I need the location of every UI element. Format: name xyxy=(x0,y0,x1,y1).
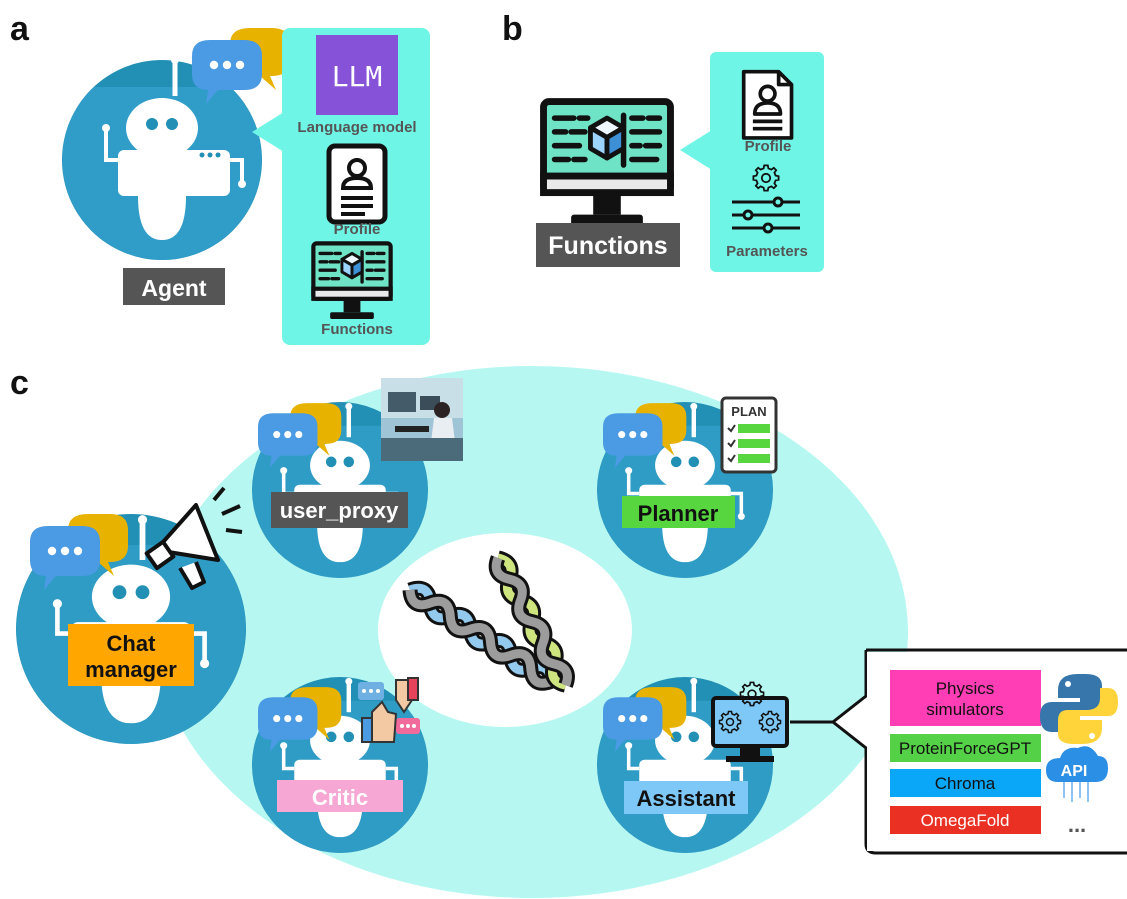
language-model-label: Language model xyxy=(297,119,416,136)
sliders-icon xyxy=(732,196,800,234)
critic-label: Critic xyxy=(312,785,368,810)
agent-a-pointer xyxy=(252,112,284,152)
more-tools-ellipsis: ... xyxy=(1068,812,1086,837)
api-cloud-icon: API xyxy=(1046,746,1108,802)
llm-label: LLM xyxy=(332,60,383,93)
plan-label: PLAN xyxy=(731,404,766,419)
chat-manager-label-box xyxy=(68,624,194,686)
profile-label-b: Profile xyxy=(745,138,792,155)
panel-b-letter: b xyxy=(502,10,523,48)
omegafold-label: OmegaFold xyxy=(921,811,1010,830)
panel-c-letter: c xyxy=(10,364,29,402)
proteinforcegpt-box xyxy=(890,734,1041,762)
chroma-box xyxy=(890,769,1041,797)
planner-label-box xyxy=(622,496,735,528)
panel-a-letter: a xyxy=(10,10,30,48)
chat-manager-line-1: Chat xyxy=(107,631,157,656)
assistant-label: Assistant xyxy=(636,786,736,811)
llm-box xyxy=(316,35,398,115)
profile-label-a: Profile xyxy=(334,221,381,238)
megaphone-icon xyxy=(144,486,243,590)
proteinforcegpt-label: ProteinForceGPT xyxy=(899,739,1031,758)
functions-components-panel xyxy=(710,52,824,272)
profile-document-icon xyxy=(329,146,385,222)
profile-document-icon xyxy=(741,69,794,140)
agent-label: Agent xyxy=(141,275,207,301)
chroma-label: Chroma xyxy=(935,774,996,793)
python-logo-icon xyxy=(1040,674,1118,744)
thumbs-feedback-icon xyxy=(358,677,420,743)
functions-label-a: Functions xyxy=(321,321,393,338)
user-proxy-label-box xyxy=(271,492,408,528)
api-label: API xyxy=(1061,763,1088,780)
physics-simulators-box xyxy=(890,670,1041,726)
user-proxy-label: user_proxy xyxy=(280,498,399,523)
critic-label-box xyxy=(277,780,403,812)
monitor-functions-icon xyxy=(544,102,671,226)
chat-manager-line-2: manager xyxy=(85,657,177,682)
parameters-label: Parameters xyxy=(726,243,808,260)
omegafold-box xyxy=(890,806,1041,834)
physics-line-2: simulators xyxy=(926,700,1003,719)
physics-line-1: Physics xyxy=(936,679,995,698)
plan-checklist-icon: PLAN xyxy=(720,396,778,474)
functions-label-b: Functions xyxy=(548,232,667,260)
assistant-label-box xyxy=(624,781,748,814)
gear-monitor-icon xyxy=(711,681,789,762)
agent-label-box xyxy=(123,268,225,305)
functions-label-box xyxy=(536,223,680,267)
researcher-image xyxy=(381,378,463,461)
functions-pointer xyxy=(680,130,712,170)
planner-label: Planner xyxy=(638,501,719,526)
agent-a-robot-icon xyxy=(62,56,262,260)
protein-helix-icon xyxy=(402,550,575,693)
